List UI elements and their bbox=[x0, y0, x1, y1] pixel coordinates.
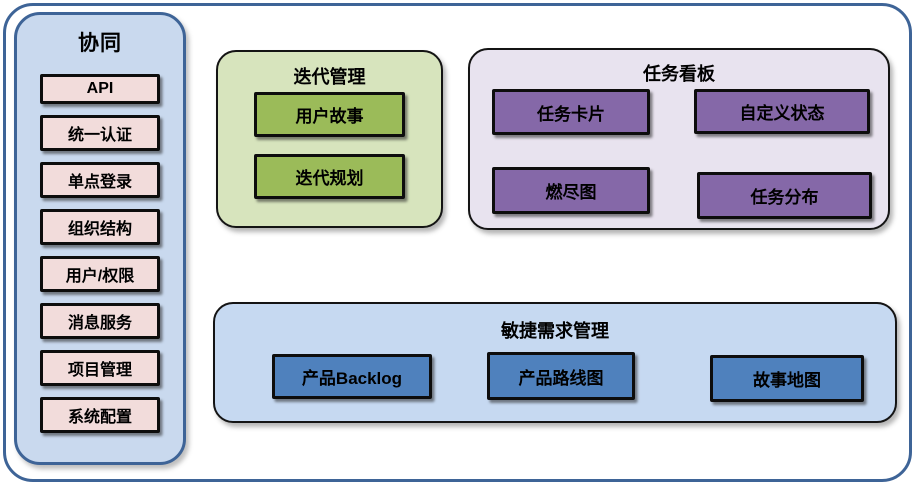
node-iteration-planning: 迭代规划 bbox=[254, 154, 405, 199]
node-story-map: 故事地图 bbox=[710, 355, 864, 402]
node-system-config: 系统配置 bbox=[40, 397, 160, 433]
group-task-board: 任务看板 任务卡片 自定义状态 燃尽图 任务分布 bbox=[468, 48, 890, 230]
node-product-backlog: 产品Backlog bbox=[272, 354, 432, 399]
node-org-structure: 组织结构 bbox=[40, 209, 160, 245]
node-custom-status: 自定义状态 bbox=[694, 89, 870, 134]
node-task-card: 任务卡片 bbox=[492, 89, 650, 135]
node-burndown-chart: 燃尽图 bbox=[492, 167, 650, 214]
group-iteration-management: 迭代管理 用户故事 迭代规划 bbox=[216, 50, 443, 228]
node-api: API bbox=[40, 74, 160, 104]
node-unified-auth: 统一认证 bbox=[40, 115, 160, 151]
group-iteration-management-title: 迭代管理 bbox=[293, 67, 366, 87]
group-agile-requirements: 敏捷需求管理 产品Backlog 产品路线图 故事地图 bbox=[213, 302, 897, 423]
node-product-roadmap: 产品路线图 bbox=[487, 352, 635, 400]
group-collaboration-title: 协同 bbox=[78, 32, 122, 55]
group-collaboration: 协同 API 统一认证 单点登录 组织结构 用户/权限 消息服务 项目管理 系统… bbox=[14, 12, 186, 465]
node-task-distribution: 任务分布 bbox=[697, 172, 872, 219]
group-task-board-title: 任务看板 bbox=[643, 64, 715, 84]
node-user-story: 用户故事 bbox=[254, 92, 405, 137]
node-sso: 单点登录 bbox=[40, 162, 160, 198]
group-agile-requirements-title: 敏捷需求管理 bbox=[501, 321, 609, 341]
node-user-permissions: 用户/权限 bbox=[40, 256, 160, 292]
node-project-management: 项目管理 bbox=[40, 350, 160, 386]
node-message-service: 消息服务 bbox=[40, 303, 160, 339]
